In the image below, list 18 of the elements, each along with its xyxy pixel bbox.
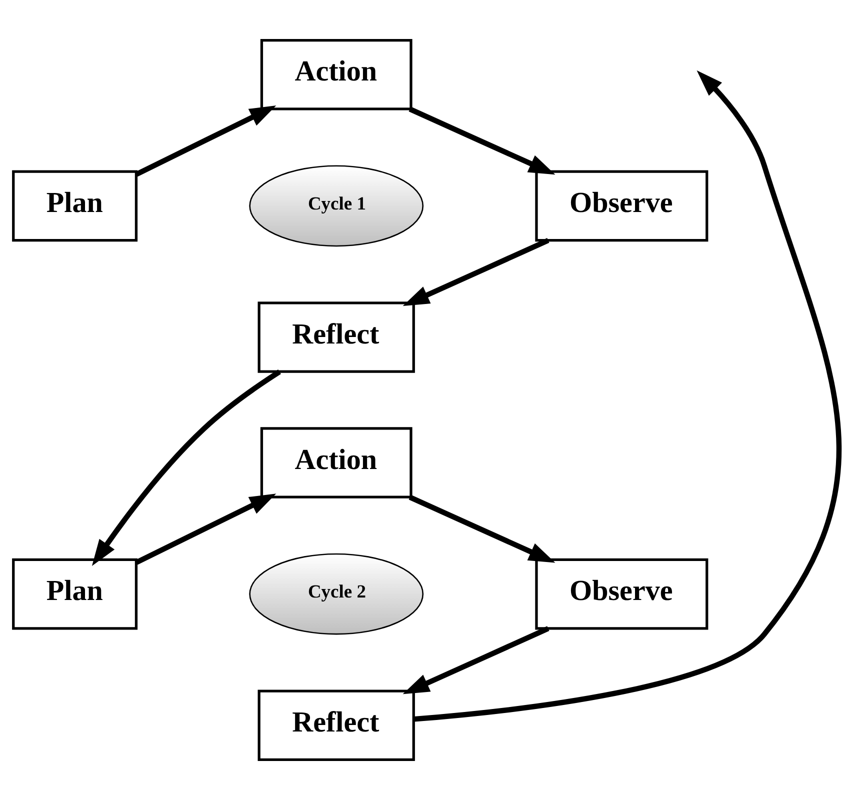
node-box: Action	[260, 427, 412, 498]
node-box: Reflect	[258, 302, 415, 373]
arrow	[408, 106, 556, 175]
arrow	[402, 626, 550, 694]
node-box: Action	[260, 38, 412, 110]
node-ellipse: Cycle 2	[249, 553, 424, 635]
node-box: Reflect	[258, 690, 415, 762]
node-box: Plan	[12, 170, 138, 242]
arrow	[92, 370, 281, 566]
arrow	[135, 494, 276, 565]
arrow	[414, 70, 842, 722]
node-box: Observe	[535, 558, 708, 630]
arrow	[402, 238, 550, 306]
node-box: Plan	[12, 558, 138, 630]
arrow	[135, 106, 276, 177]
arrow	[408, 494, 556, 563]
node-ellipse: Cycle 1	[249, 165, 424, 247]
node-box: Observe	[535, 170, 708, 242]
